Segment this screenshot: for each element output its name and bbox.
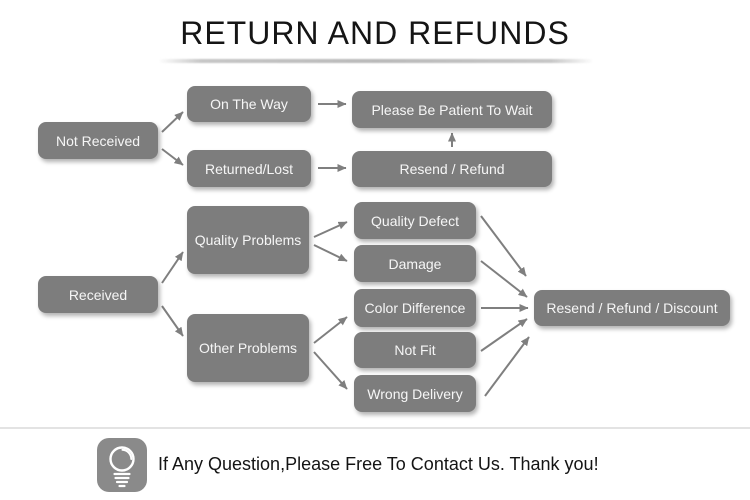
- node-received: Received: [38, 276, 158, 313]
- arrow-other-problems-to-wrong-delivery: [313, 351, 348, 390]
- arrow-damage-to-discount: [480, 260, 528, 298]
- node-not-fit: Not Fit: [354, 332, 476, 368]
- arrow-not-received-to-returned-lost: [161, 148, 184, 166]
- node-on-the-way: On The Way: [187, 86, 311, 122]
- node-please-be-patient: Please Be Patient To Wait: [352, 91, 552, 128]
- arrow-received-to-quality-problems: [161, 251, 184, 284]
- node-damage: Damage: [354, 245, 476, 282]
- node-not-received: Not Received: [38, 122, 158, 159]
- arrow-other-problems-to-color-difference: [313, 316, 348, 344]
- node-resend-refund-discount: Resend / Refund / Discount: [534, 290, 730, 326]
- footer-divider: [0, 427, 750, 429]
- node-resend-refund: Resend / Refund: [352, 151, 552, 187]
- node-other-problems: Other Problems: [187, 314, 309, 382]
- title-underline: [158, 59, 594, 63]
- node-quality-defect: Quality Defect: [354, 202, 476, 239]
- node-quality-problems: Quality Problems: [187, 206, 309, 274]
- page-title: RETURN AND REFUNDS: [180, 15, 570, 51]
- contact-message: If Any Question,Please Free To Contact U…: [158, 454, 599, 474]
- arrow-quality-problems-to-quality-defect: [313, 221, 348, 238]
- arrow-quality-problems-to-damage: [313, 244, 348, 262]
- node-wrong-delivery: Wrong Delivery: [354, 375, 476, 412]
- node-returned-lost: Returned/Lost: [187, 150, 311, 187]
- arrow-not-fit-to-discount: [480, 318, 528, 352]
- arrow-not-received-to-on-the-way: [161, 111, 184, 133]
- lightbulb-glyph: [109, 446, 135, 488]
- arrow-quality-defect-to-discount: [480, 215, 527, 277]
- arrow-wrong-delivery-to-discount: [484, 336, 530, 397]
- lightbulb-icon: [97, 438, 147, 492]
- arrow-received-to-other-problems: [161, 305, 184, 337]
- node-color-difference: Color Difference: [354, 289, 476, 327]
